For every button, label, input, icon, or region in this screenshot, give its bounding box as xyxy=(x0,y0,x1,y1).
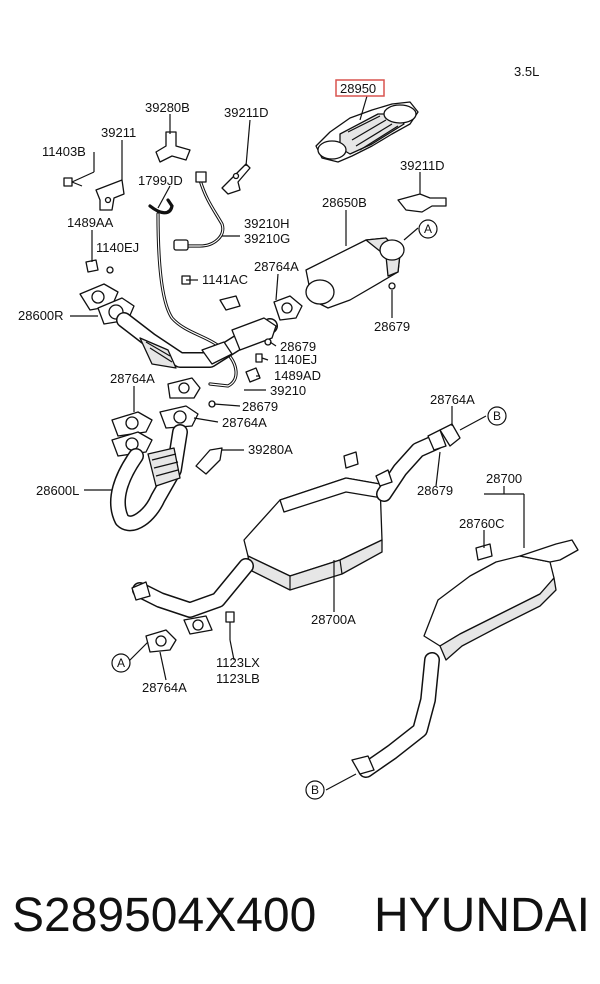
hanger-28760C xyxy=(475,543,493,561)
part-label-1489AA: 1489AA xyxy=(67,215,114,230)
callout-b-bottom: B xyxy=(305,780,325,800)
rear-pipe xyxy=(351,652,440,778)
front-pipe-28600L xyxy=(110,405,199,532)
part-label-39211D-top: 39211D xyxy=(224,105,269,120)
part-label-1123LB: 1123LB xyxy=(216,671,260,686)
clip-1489AD xyxy=(245,367,261,383)
part-label-1140EJ-mid: 1140EJ xyxy=(274,352,317,367)
bolt-1123LX xyxy=(225,611,235,640)
part-label-39210G: 39210G xyxy=(244,231,290,246)
gasket-28764A-left xyxy=(167,377,201,399)
part-label-28764A-mid: 28764A xyxy=(254,259,299,274)
part-label-1123LX: 1123LX xyxy=(216,655,260,670)
center-muffler-28700A xyxy=(243,477,383,591)
bolt-1140EJ-left xyxy=(106,266,114,274)
oxygen-sensor-wire-39210H xyxy=(148,171,225,251)
part-label-1489AD: 1489AD xyxy=(274,368,321,383)
footer: S289504X400 HYUNDAI xyxy=(12,880,590,950)
callout-a-bottom: A xyxy=(111,653,131,673)
part-label-1799JD: 1799JD xyxy=(138,173,183,188)
rear-muffler-28700 xyxy=(423,539,579,661)
svg-text:B: B xyxy=(311,783,319,797)
part-label-28700A: 28700A xyxy=(311,612,356,627)
part-label-28650B: 28650B xyxy=(322,195,367,210)
part-label-28764A-low: 28764A xyxy=(222,415,267,430)
part-label-28600L: 28600L xyxy=(36,483,79,498)
bracket-39280B xyxy=(155,131,191,163)
part-label-39210: 39210 xyxy=(270,383,306,398)
highlight-box-28950 xyxy=(335,79,385,97)
bracket-39211 xyxy=(95,179,125,211)
part-label-28764A-pipe: 28764A xyxy=(430,392,475,407)
part-label-28679-mid: 28679 xyxy=(280,339,316,354)
part-label-28764A-left: 28764A xyxy=(110,371,155,386)
part-label-28679-right: 28679 xyxy=(374,319,410,334)
callout-b-top: B xyxy=(487,406,507,426)
bolt-1140EJ-mid xyxy=(255,353,263,363)
part-label-28764A-bottom: 28764A xyxy=(142,680,187,695)
part-label-39210H: 39210H xyxy=(244,216,290,231)
svg-text:A: A xyxy=(117,656,125,670)
part-number: S289504X400 xyxy=(12,888,317,942)
hanger-center-2 xyxy=(375,469,393,487)
part-label-28679-pipe: 28679 xyxy=(417,483,453,498)
leader-lines xyxy=(70,95,525,791)
part-label-39280B: 39280B xyxy=(145,100,190,115)
front-pipe-28600R xyxy=(79,283,278,369)
exhaust-system-diagram: A A B B 3.5L 28950 39280B 39211D 39211 1… xyxy=(18,64,579,800)
oxygen-sensor-wire-39210 xyxy=(156,212,238,388)
bracket-39211D-right xyxy=(397,193,447,213)
svg-text:B: B xyxy=(493,409,501,423)
part-label-39280A: 39280A xyxy=(248,442,293,457)
part-label-39211: 39211 xyxy=(101,125,136,140)
bracket-39211D-top xyxy=(221,163,251,195)
part-label-28700: 28700 xyxy=(486,471,522,486)
gasket-28764A-bottom xyxy=(145,629,177,653)
callout-a-top: A xyxy=(418,219,438,239)
part-label-28760C: 28760C xyxy=(459,516,505,531)
gasket-28764A-mid xyxy=(273,295,303,321)
part-label-28950: 28950 xyxy=(340,81,376,96)
muffler-28650B xyxy=(305,237,405,309)
catalytic-converter-28950 xyxy=(315,101,419,163)
brand-name: HYUNDAI xyxy=(373,888,590,942)
part-label-28679-low: 28679 xyxy=(242,399,278,414)
bracket-39280A xyxy=(195,447,223,475)
clip-1489AA xyxy=(85,259,99,273)
engine-label: 3.5L xyxy=(514,64,539,79)
part-label-1140EJ-left: 1140EJ xyxy=(96,240,139,255)
part-label-11403B: 11403B xyxy=(42,144,86,159)
part-label-28600R: 28600R xyxy=(18,308,64,323)
hanger-center-1 xyxy=(343,451,359,469)
part-label-1141AC: 1141AC xyxy=(202,272,248,287)
svg-text:A: A xyxy=(424,222,432,236)
hanger-rubber xyxy=(219,295,241,311)
gasket-28764A-pipe xyxy=(427,423,461,451)
part-label-39211D-right: 39211D xyxy=(400,158,445,173)
